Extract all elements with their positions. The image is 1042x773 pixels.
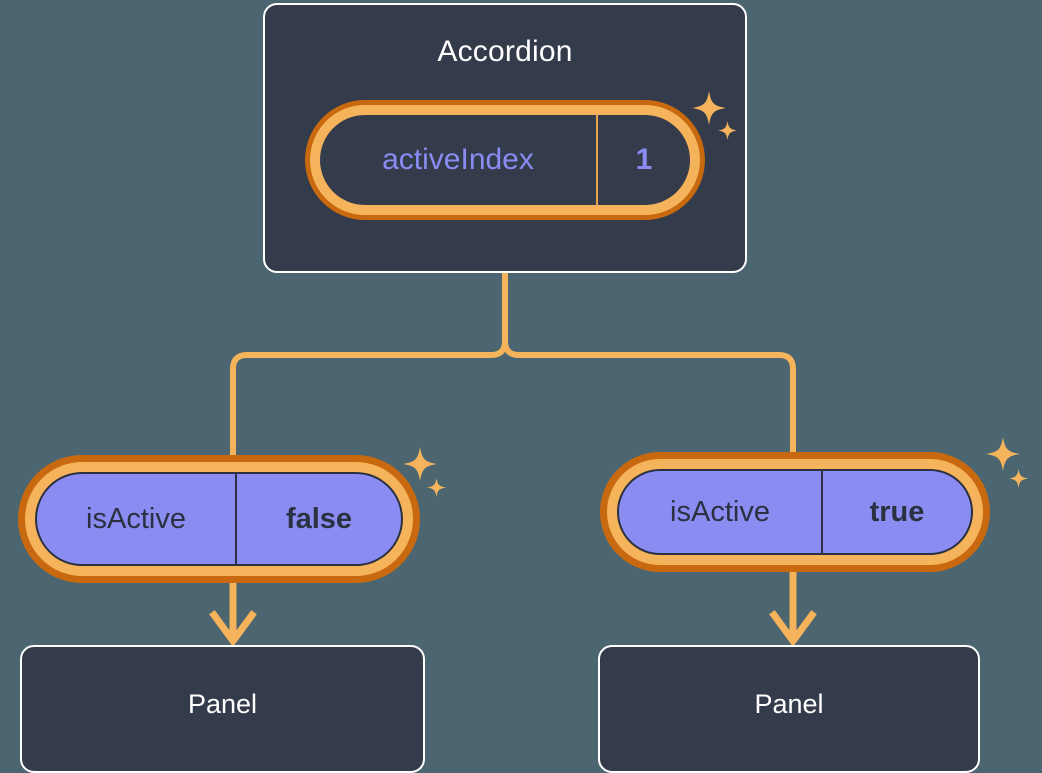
pill-body[interactable]: isActive false [35, 472, 403, 566]
state-value-label: false [285, 502, 353, 535]
sparkle-small-icon [1009, 469, 1028, 488]
panel-title: Panel [754, 689, 824, 719]
sparkle-small-icon [427, 478, 446, 497]
state-value-label: true [869, 495, 925, 528]
sparkle-large-icon [403, 447, 437, 481]
state-key-label: activeIndex [382, 143, 534, 176]
panel-card-right[interactable]: Panel [598, 645, 980, 773]
pill-divider [821, 471, 823, 553]
accordion-title: Accordion [437, 35, 573, 68]
state-key-label: isActive [86, 502, 186, 535]
sparkle-large-icon [986, 437, 1020, 471]
state-key-label: isActive [670, 495, 770, 528]
panel-card-left[interactable]: Panel [20, 645, 425, 773]
state-value-label: 1 [635, 143, 653, 176]
pill-divider [596, 115, 598, 205]
pill-body[interactable]: isActive true [617, 469, 973, 555]
pill-body[interactable]: activeIndex 1 [320, 115, 690, 205]
panel-title: Panel [187, 689, 258, 719]
pill-divider [235, 474, 237, 564]
